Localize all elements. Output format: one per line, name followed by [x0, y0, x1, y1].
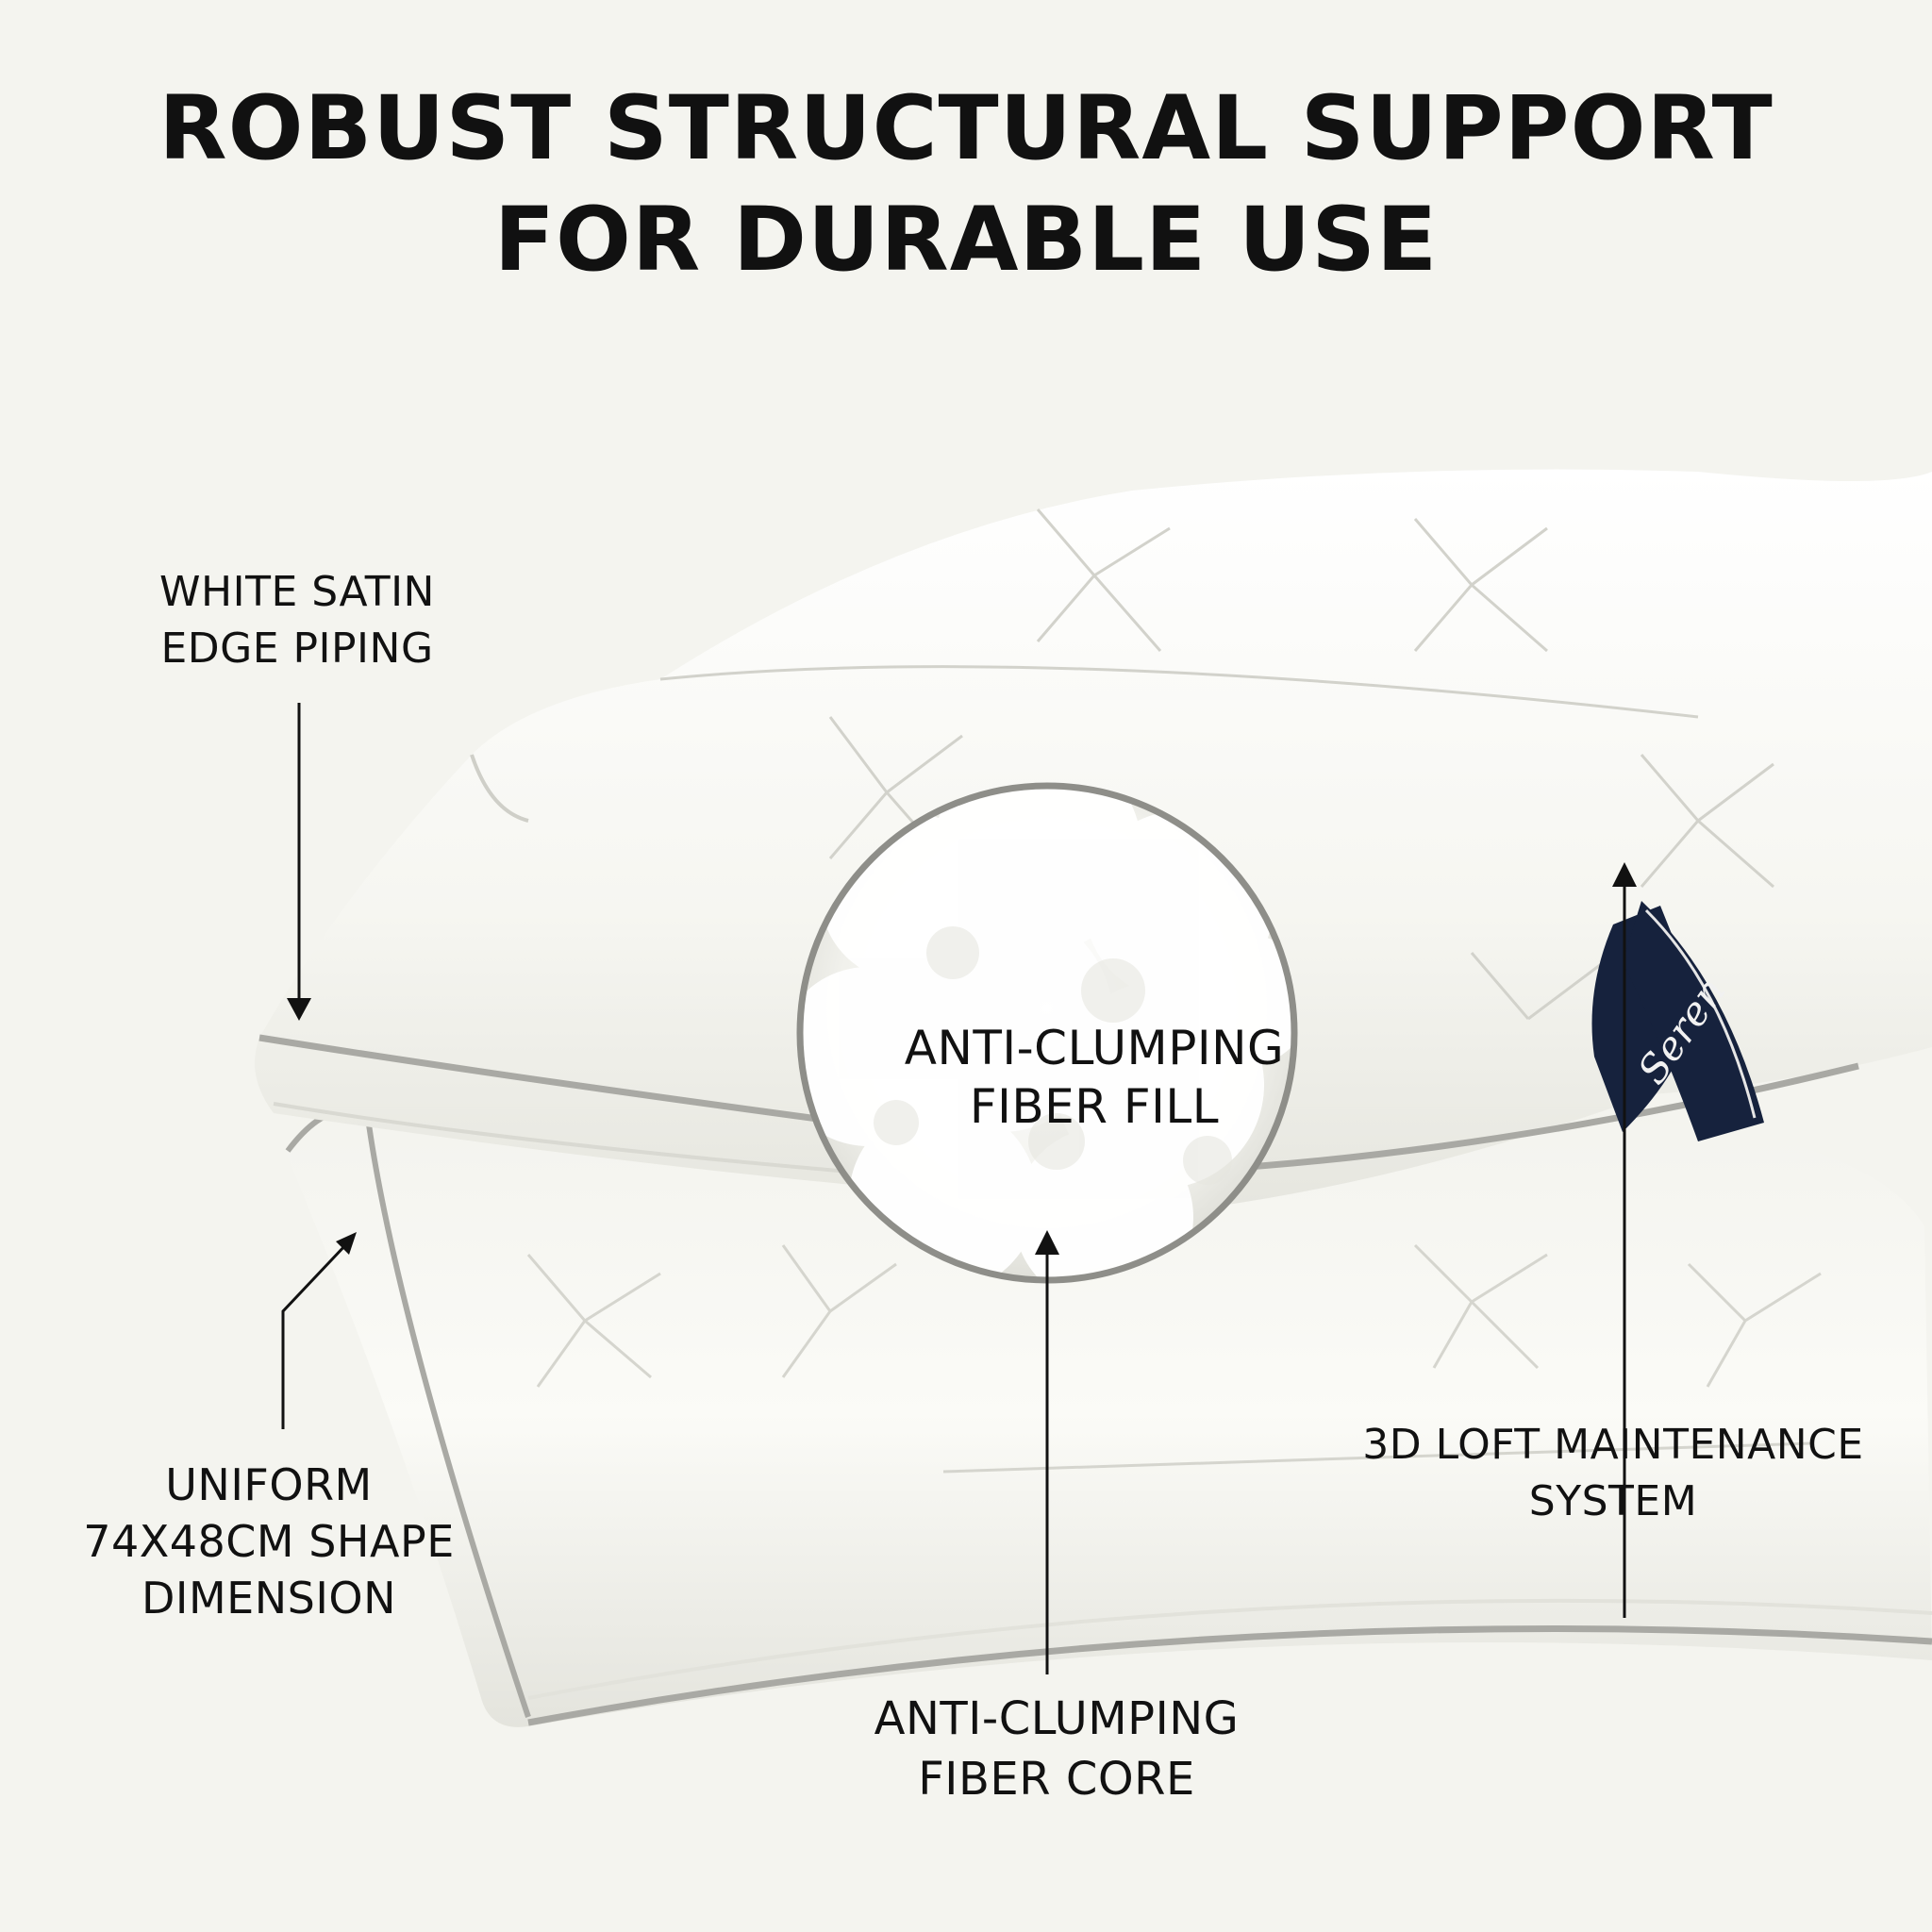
bottom-pillow — [283, 1102, 1932, 1727]
headline-line-2: FOR DURABLE USE — [493, 189, 1439, 291]
fiber-magnifier — [796, 782, 1298, 1284]
callout-loft-line-2: SYSTEM — [1528, 1477, 1698, 1525]
brand-tag: Seren — [1591, 901, 1764, 1141]
callout-shape-line-2: 74X48CM SHAPE — [83, 1516, 455, 1567]
callout-loft-system: 3D LOFT MAINTENANCE SYSTEM — [1340, 1417, 1887, 1530]
headline: ROBUST STRUCTURAL SUPPORT FOR DURABLE US… — [0, 74, 1932, 296]
callout-fiber-fill: ANTI-CLUMPING FIBER FILL — [849, 1019, 1340, 1136]
callout-shape-line-1: UNIFORM — [165, 1459, 373, 1510]
callout-loft-line-1: 3D LOFT MAINTENANCE — [1362, 1421, 1864, 1469]
arrow-shape-dimension — [281, 1232, 357, 1429]
callout-shape-dimension: UNIFORM 74X48CM SHAPE DIMENSION — [66, 1457, 472, 1626]
callout-edge-piping-line-2: EDGE PIPING — [160, 625, 434, 673]
arrow-loft-system — [1612, 862, 1637, 1618]
callout-arrows — [281, 703, 1637, 1674]
callout-fiber-fill-line-2: FIBER FILL — [969, 1079, 1220, 1134]
arrow-fiber-core — [1035, 1230, 1059, 1674]
callout-edge-piping-line-1: WHITE SATIN — [159, 568, 435, 616]
callout-shape-line-3: DIMENSION — [141, 1573, 397, 1624]
callout-fiber-core-line-1: ANTI-CLUMPING — [874, 1692, 1240, 1745]
headline-line-1: ROBUST STRUCTURAL SUPPORT — [158, 77, 1774, 180]
callout-fiber-core: ANTI-CLUMPING FIBER CORE — [811, 1689, 1302, 1809]
callout-fiber-fill-line-1: ANTI-CLUMPING — [904, 1021, 1285, 1075]
arrow-edge-piping — [287, 703, 311, 1021]
callout-edge-piping: WHITE SATIN EDGE PIPING — [113, 564, 481, 677]
callout-fiber-core-line-2: FIBER CORE — [918, 1753, 1195, 1806]
